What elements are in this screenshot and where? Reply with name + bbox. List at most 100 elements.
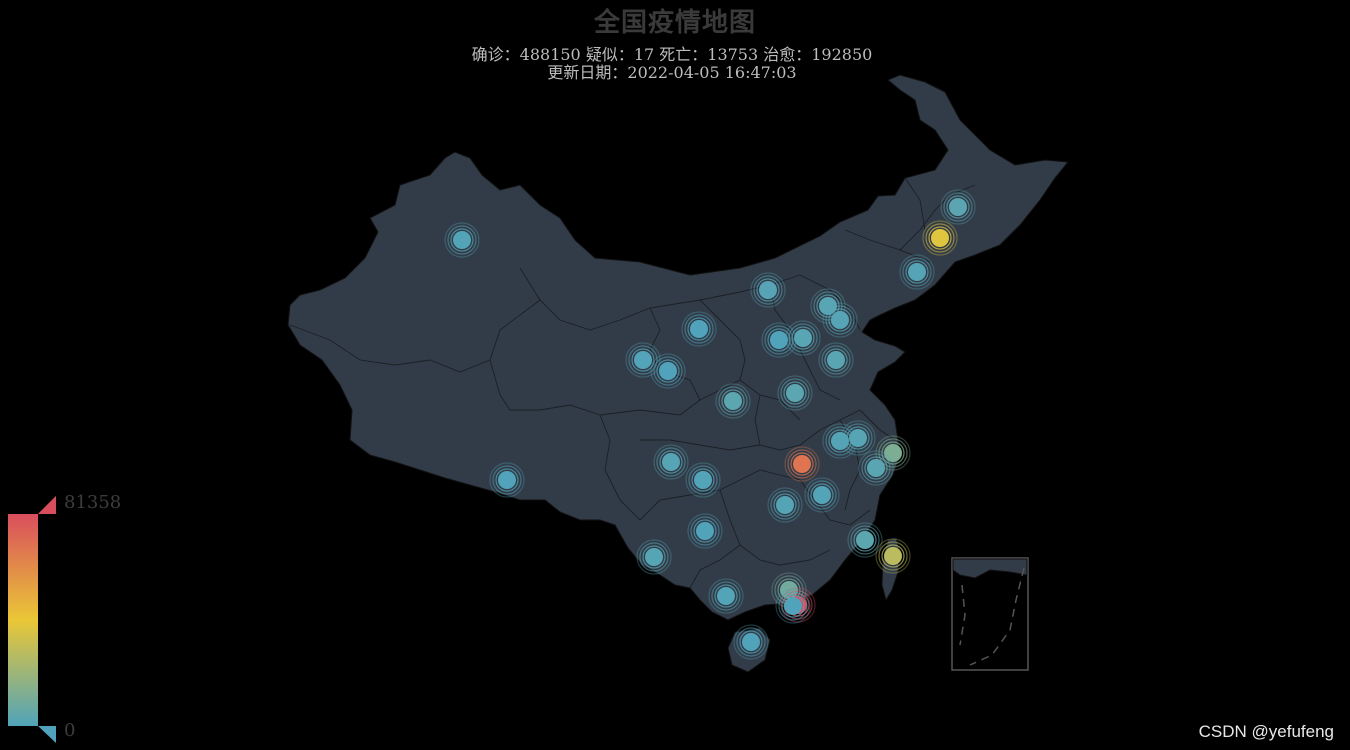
ripple-ring: [777, 375, 813, 411]
point-inner-mongolia[interactable]: [750, 272, 786, 308]
point-marker[interactable]: [827, 351, 845, 369]
point-shanxi[interactable]: [761, 322, 797, 358]
point-marker[interactable]: [784, 597, 802, 615]
point-marker[interactable]: [794, 329, 812, 347]
point-taiwan[interactable]: [875, 538, 911, 574]
ripple-ring: [495, 468, 519, 492]
point-marker[interactable]: [659, 362, 677, 380]
ripple-ring: [767, 487, 803, 523]
point-fujian[interactable]: [847, 522, 883, 558]
ripple-ring: [804, 477, 840, 513]
point-hunan[interactable]: [767, 487, 803, 523]
point-marker[interactable]: [819, 297, 837, 315]
point-ningxia[interactable]: [681, 311, 717, 347]
ripple-ring: [688, 465, 718, 495]
point-marker[interactable]: [498, 471, 516, 489]
point-beijing[interactable]: [810, 288, 846, 324]
point-marker[interactable]: [696, 522, 714, 540]
point-marker[interactable]: [742, 633, 760, 651]
point-marker[interactable]: [690, 320, 708, 338]
ripple-ring: [788, 323, 818, 353]
point-xinjiang[interactable]: [444, 222, 480, 258]
point-liaoning[interactable]: [899, 254, 935, 290]
point-marker[interactable]: [908, 263, 926, 281]
ripple-ring: [828, 308, 852, 332]
point-hainan[interactable]: [733, 624, 769, 660]
point-henan[interactable]: [777, 375, 813, 411]
point-marker[interactable]: [793, 455, 811, 473]
ripple-ring: [878, 438, 908, 468]
point-marker[interactable]: [867, 459, 885, 477]
ripple-ring: [784, 446, 820, 482]
ripple-ring: [940, 189, 976, 225]
point-marker[interactable]: [717, 587, 735, 605]
point-qinghai[interactable]: [650, 353, 686, 389]
ripple-ring: [881, 441, 905, 465]
point-marker[interactable]: [694, 471, 712, 489]
visual-map-min-label: 0: [64, 720, 76, 741]
point-marker[interactable]: [770, 331, 788, 349]
ripple-ring: [687, 317, 711, 341]
point-marker[interactable]: [856, 531, 874, 549]
point-heilongjiang[interactable]: [940, 189, 976, 225]
ripple-ring: [690, 516, 720, 546]
visual-map-handle-top[interactable]: [38, 496, 56, 514]
visual-map-max-label: 81358: [64, 492, 122, 513]
ripple-ring: [807, 480, 837, 510]
ripple-ring: [750, 272, 786, 308]
ripple-ring: [925, 223, 955, 253]
visual-map-handle-bottom[interactable]: [38, 726, 56, 743]
point-jiangxi[interactable]: [804, 477, 840, 513]
point-zhejiang[interactable]: [858, 450, 894, 486]
point-guangxi[interactable]: [708, 578, 744, 614]
ripple-ring: [721, 389, 745, 413]
point-macau[interactable]: [775, 588, 811, 624]
ripple-ring: [861, 453, 891, 483]
ripple-ring: [489, 462, 525, 498]
point-marker[interactable]: [453, 231, 471, 249]
point-sichuan[interactable]: [653, 444, 689, 480]
point-marker[interactable]: [849, 429, 867, 447]
point-marker[interactable]: [831, 432, 849, 450]
point-yunnan[interactable]: [636, 539, 672, 575]
point-chongqing[interactable]: [685, 462, 721, 498]
point-gansu[interactable]: [625, 342, 661, 378]
point-shandong[interactable]: [818, 342, 854, 378]
ripple-ring: [847, 522, 883, 558]
ripple-ring: [783, 381, 807, 405]
ripple-ring: [444, 222, 480, 258]
point-jilin[interactable]: [922, 220, 958, 256]
point-marker[interactable]: [662, 453, 680, 471]
point-marker[interactable]: [645, 548, 663, 566]
ripple-ring: [787, 449, 817, 479]
point-marker[interactable]: [813, 486, 831, 504]
point-marker[interactable]: [931, 229, 949, 247]
ripple-ring: [628, 345, 658, 375]
visual-map[interactable]: [8, 496, 56, 743]
point-marker[interactable]: [831, 311, 849, 329]
ripple-ring: [639, 542, 669, 572]
point-tianjin[interactable]: [822, 302, 858, 338]
ripple-ring: [780, 587, 816, 623]
point-anhui[interactable]: [822, 423, 858, 459]
point-marker[interactable]: [949, 198, 967, 216]
ripple-ring: [899, 254, 935, 290]
point-shanghai[interactable]: [875, 435, 911, 471]
point-marker[interactable]: [634, 351, 652, 369]
point-hubei[interactable]: [784, 446, 820, 482]
point-marker[interactable]: [884, 547, 902, 565]
point-marker[interactable]: [786, 384, 804, 402]
ripple-ring: [928, 226, 952, 250]
point-tibet[interactable]: [489, 462, 525, 498]
ripple-ring: [825, 426, 855, 456]
visual-map-gradient: [8, 514, 38, 726]
ripple-ring: [492, 465, 522, 495]
point-marker[interactable]: [759, 281, 777, 299]
point-marker[interactable]: [884, 444, 902, 462]
point-shaanxi[interactable]: [715, 383, 751, 419]
point-guizhou[interactable]: [687, 513, 723, 549]
ripple-ring: [875, 435, 911, 471]
point-marker[interactable]: [724, 392, 742, 410]
point-marker[interactable]: [776, 496, 794, 514]
